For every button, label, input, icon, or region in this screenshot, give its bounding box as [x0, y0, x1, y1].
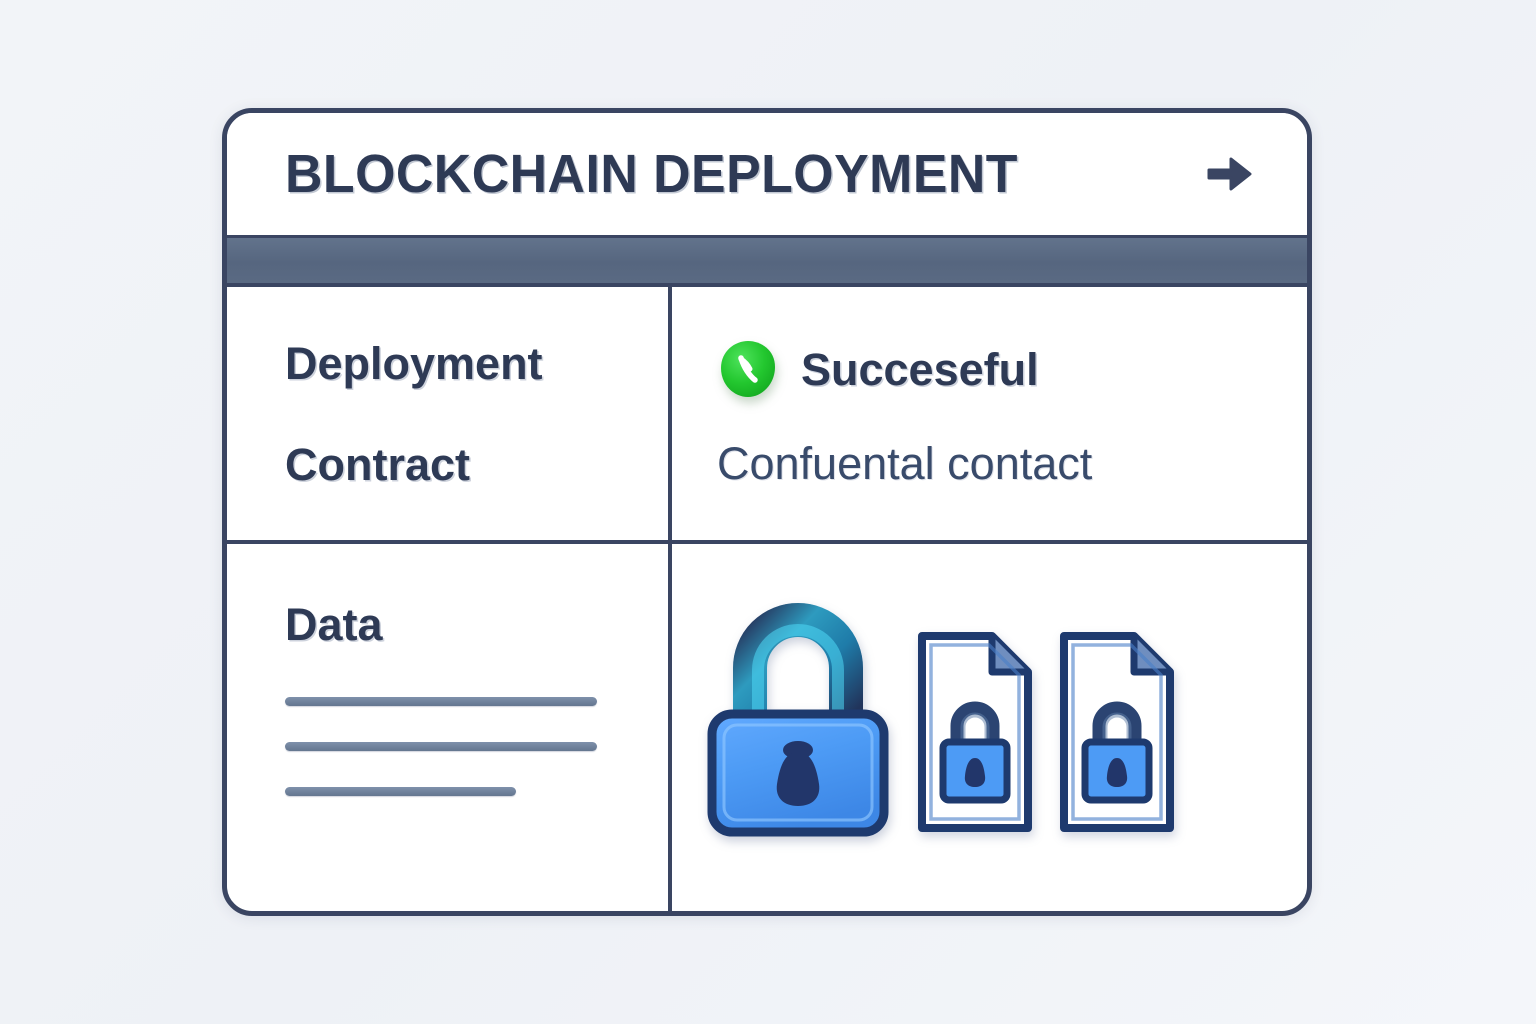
- document-lock-icon-2: [1054, 624, 1180, 840]
- document-lock-icon-1: [912, 624, 1038, 840]
- data-placeholder-line: [285, 742, 597, 751]
- card-header: BLOCKCHAIN DEPLOYMENT: [227, 113, 1307, 235]
- info-labels-cell: Deployment Contract: [227, 287, 672, 540]
- card-body-grid: Deployment Contract: [227, 287, 1307, 911]
- label-data: Data: [285, 599, 383, 650]
- data-placeholder-line: [285, 697, 597, 706]
- padlock-large-icon: [700, 592, 896, 840]
- label-deployment: Deployment: [285, 337, 543, 389]
- data-icons-cell: [672, 544, 1307, 911]
- deployment-status-row: Succeseful: [717, 341, 1277, 397]
- header-accent-bar: [227, 235, 1307, 287]
- data-placeholder-line: [285, 787, 516, 796]
- data-placeholder-lines: [285, 697, 638, 796]
- data-label-cell: Data: [227, 544, 672, 911]
- security-icon-cluster: [700, 592, 1277, 840]
- blockchain-deployment-card: BLOCKCHAIN DEPLOYMENT Deployment Contrac…: [222, 108, 1312, 916]
- info-values-cell: Succeseful Confuental contact: [672, 287, 1307, 540]
- contract-value: Confuental contact: [717, 438, 1093, 489]
- page-title: BLOCKCHAIN DEPLOYMENT: [285, 144, 1018, 204]
- data-row: Data: [227, 544, 1307, 911]
- arrow-right-icon[interactable]: [1199, 150, 1257, 198]
- info-row: Deployment Contract: [227, 287, 1307, 544]
- deployment-status-value: Succeseful: [801, 343, 1039, 395]
- label-contract: Contract: [285, 438, 471, 490]
- green-check-badge-icon: [717, 338, 779, 400]
